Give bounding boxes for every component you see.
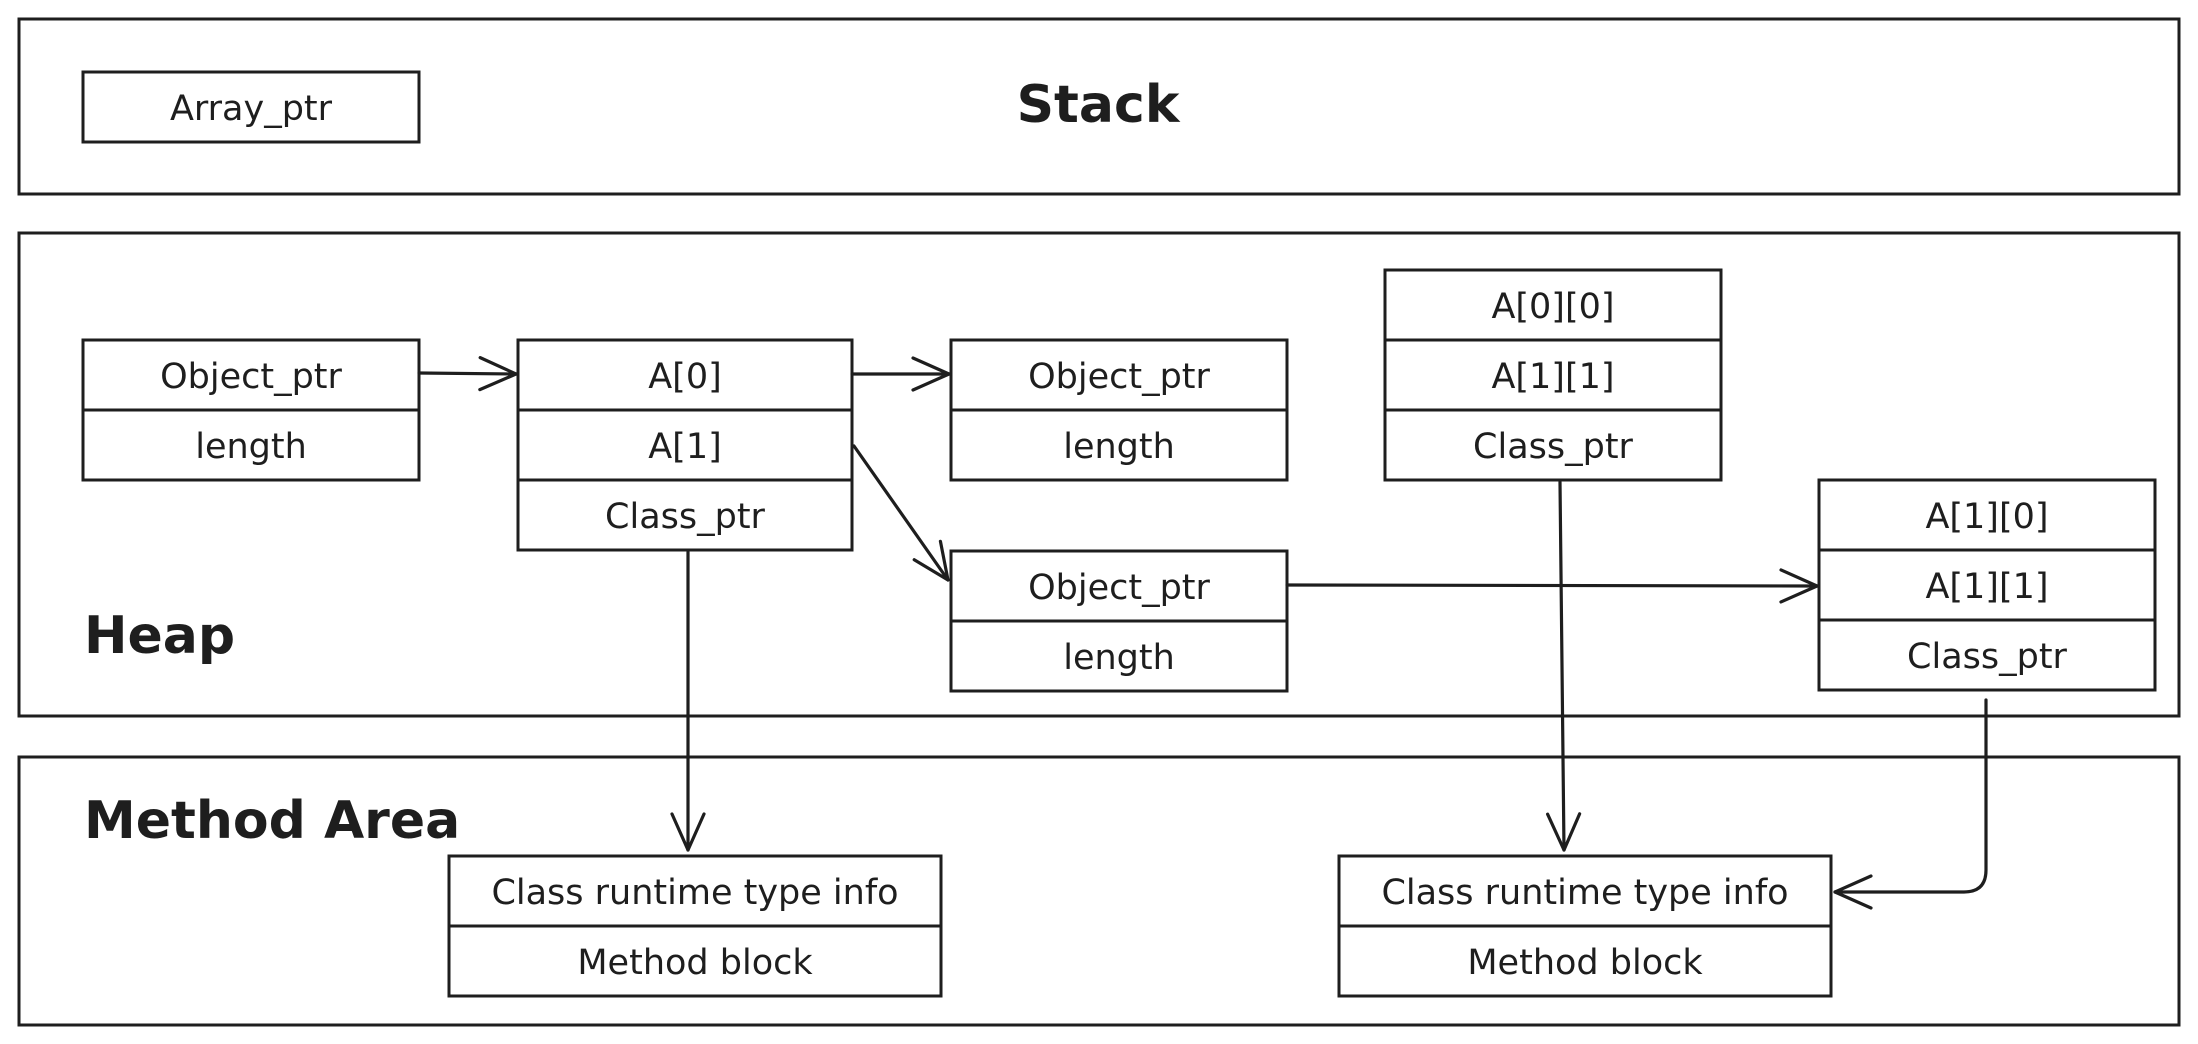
row1-ref-box: Object_ptr length — [949, 549, 1289, 693]
class-info-left-method-block: Method block — [577, 943, 813, 983]
row1-array-class-ptr: Class_ptr — [1907, 637, 2068, 677]
class-info-left-runtime: Class runtime type info — [491, 873, 898, 913]
row1-array-box: A[1][0] A[1][1] Class_ptr — [1817, 478, 2157, 692]
outer-array-class-ptr: Class_ptr — [605, 497, 766, 537]
class-info-right-runtime: Class runtime type info — [1381, 873, 1788, 913]
row1-ref-object-ptr: Object_ptr — [1028, 568, 1210, 608]
arrow-row0-class-ptr-to-class-info-right — [1546, 480, 1582, 852]
row0-array-cell-0: A[0][0] — [1491, 287, 1614, 327]
row1-array-cell-0: A[1][0] — [1925, 497, 2048, 537]
stack-title: Stack — [1017, 75, 1181, 135]
row1-array-cell-1: A[1][1] — [1925, 567, 2048, 607]
heap-region — [17, 231, 2181, 718]
outer-array-a0: A[0] — [648, 357, 722, 397]
array-ptr-box: Array_ptr — [81, 70, 421, 144]
array-ptr-label: Array_ptr — [170, 89, 333, 129]
arrow-a1-to-row1-ref — [852, 444, 950, 582]
array-ref-box: Object_ptr length — [81, 338, 421, 482]
stack-region — [17, 17, 2181, 196]
array-ref-object-ptr: Object_ptr — [160, 357, 342, 397]
class-info-right-method-block: Method block — [1467, 943, 1703, 983]
row1-ref-length: length — [1063, 638, 1175, 678]
heap-title: Heap — [84, 606, 235, 666]
arrow-row1-class-ptr-to-class-info-right — [1833, 698, 1988, 910]
class-info-right-box: Class runtime type info Method block — [1337, 854, 1833, 998]
row0-ref-box: Object_ptr length — [949, 338, 1289, 482]
arrow-row1-ref-to-row1-array — [1285, 568, 1819, 604]
arrow-array-ref-to-outer-array — [417, 356, 518, 392]
outer-array-a1: A[1] — [648, 427, 722, 467]
row0-ref-object-ptr: Object_ptr — [1028, 357, 1210, 397]
array-ref-length: length — [195, 427, 307, 467]
method-area-title: Method Area — [84, 791, 460, 851]
row0-array-cell-1: A[1][1] — [1491, 357, 1614, 397]
row0-ref-length: length — [1063, 427, 1175, 467]
outer-array-box: A[0] A[1] Class_ptr — [516, 338, 854, 552]
row0-array-box: A[0][0] A[1][1] Class_ptr — [1383, 268, 1723, 482]
method-area-region — [17, 755, 2181, 1027]
row0-array-class-ptr: Class_ptr — [1473, 427, 1634, 467]
class-info-left-box: Class runtime type info Method block — [447, 854, 943, 998]
